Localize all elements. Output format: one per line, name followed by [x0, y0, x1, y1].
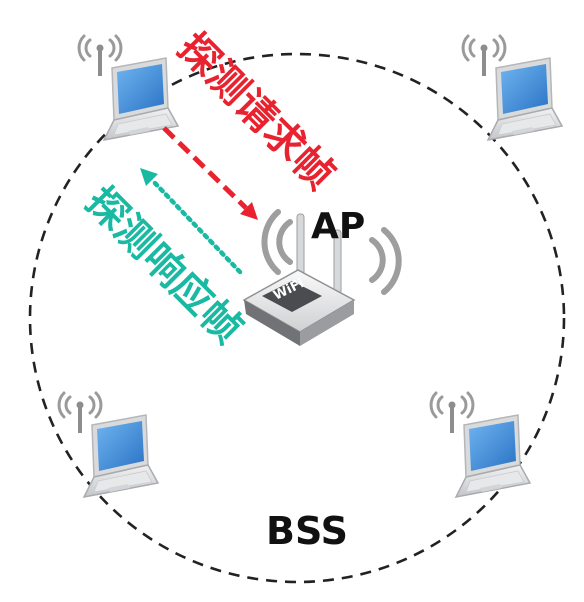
- probe-request-label: 探测请求帧: [169, 25, 343, 199]
- router-icon: WiFi: [242, 213, 356, 346]
- probe-request-arrow: [162, 126, 258, 220]
- laptop-icon: [57, 391, 160, 499]
- ap-label: AP: [311, 206, 365, 247]
- probe-response-arrow: [140, 168, 243, 275]
- bss-boundary-circle: [28, 52, 566, 584]
- probe-response-label: 探测响应帧: [77, 179, 251, 353]
- laptop-icon: [429, 391, 532, 499]
- wifi-signal-icon: [261, 209, 402, 295]
- bss-label: BSS: [266, 509, 348, 553]
- laptop-icon: [77, 34, 180, 142]
